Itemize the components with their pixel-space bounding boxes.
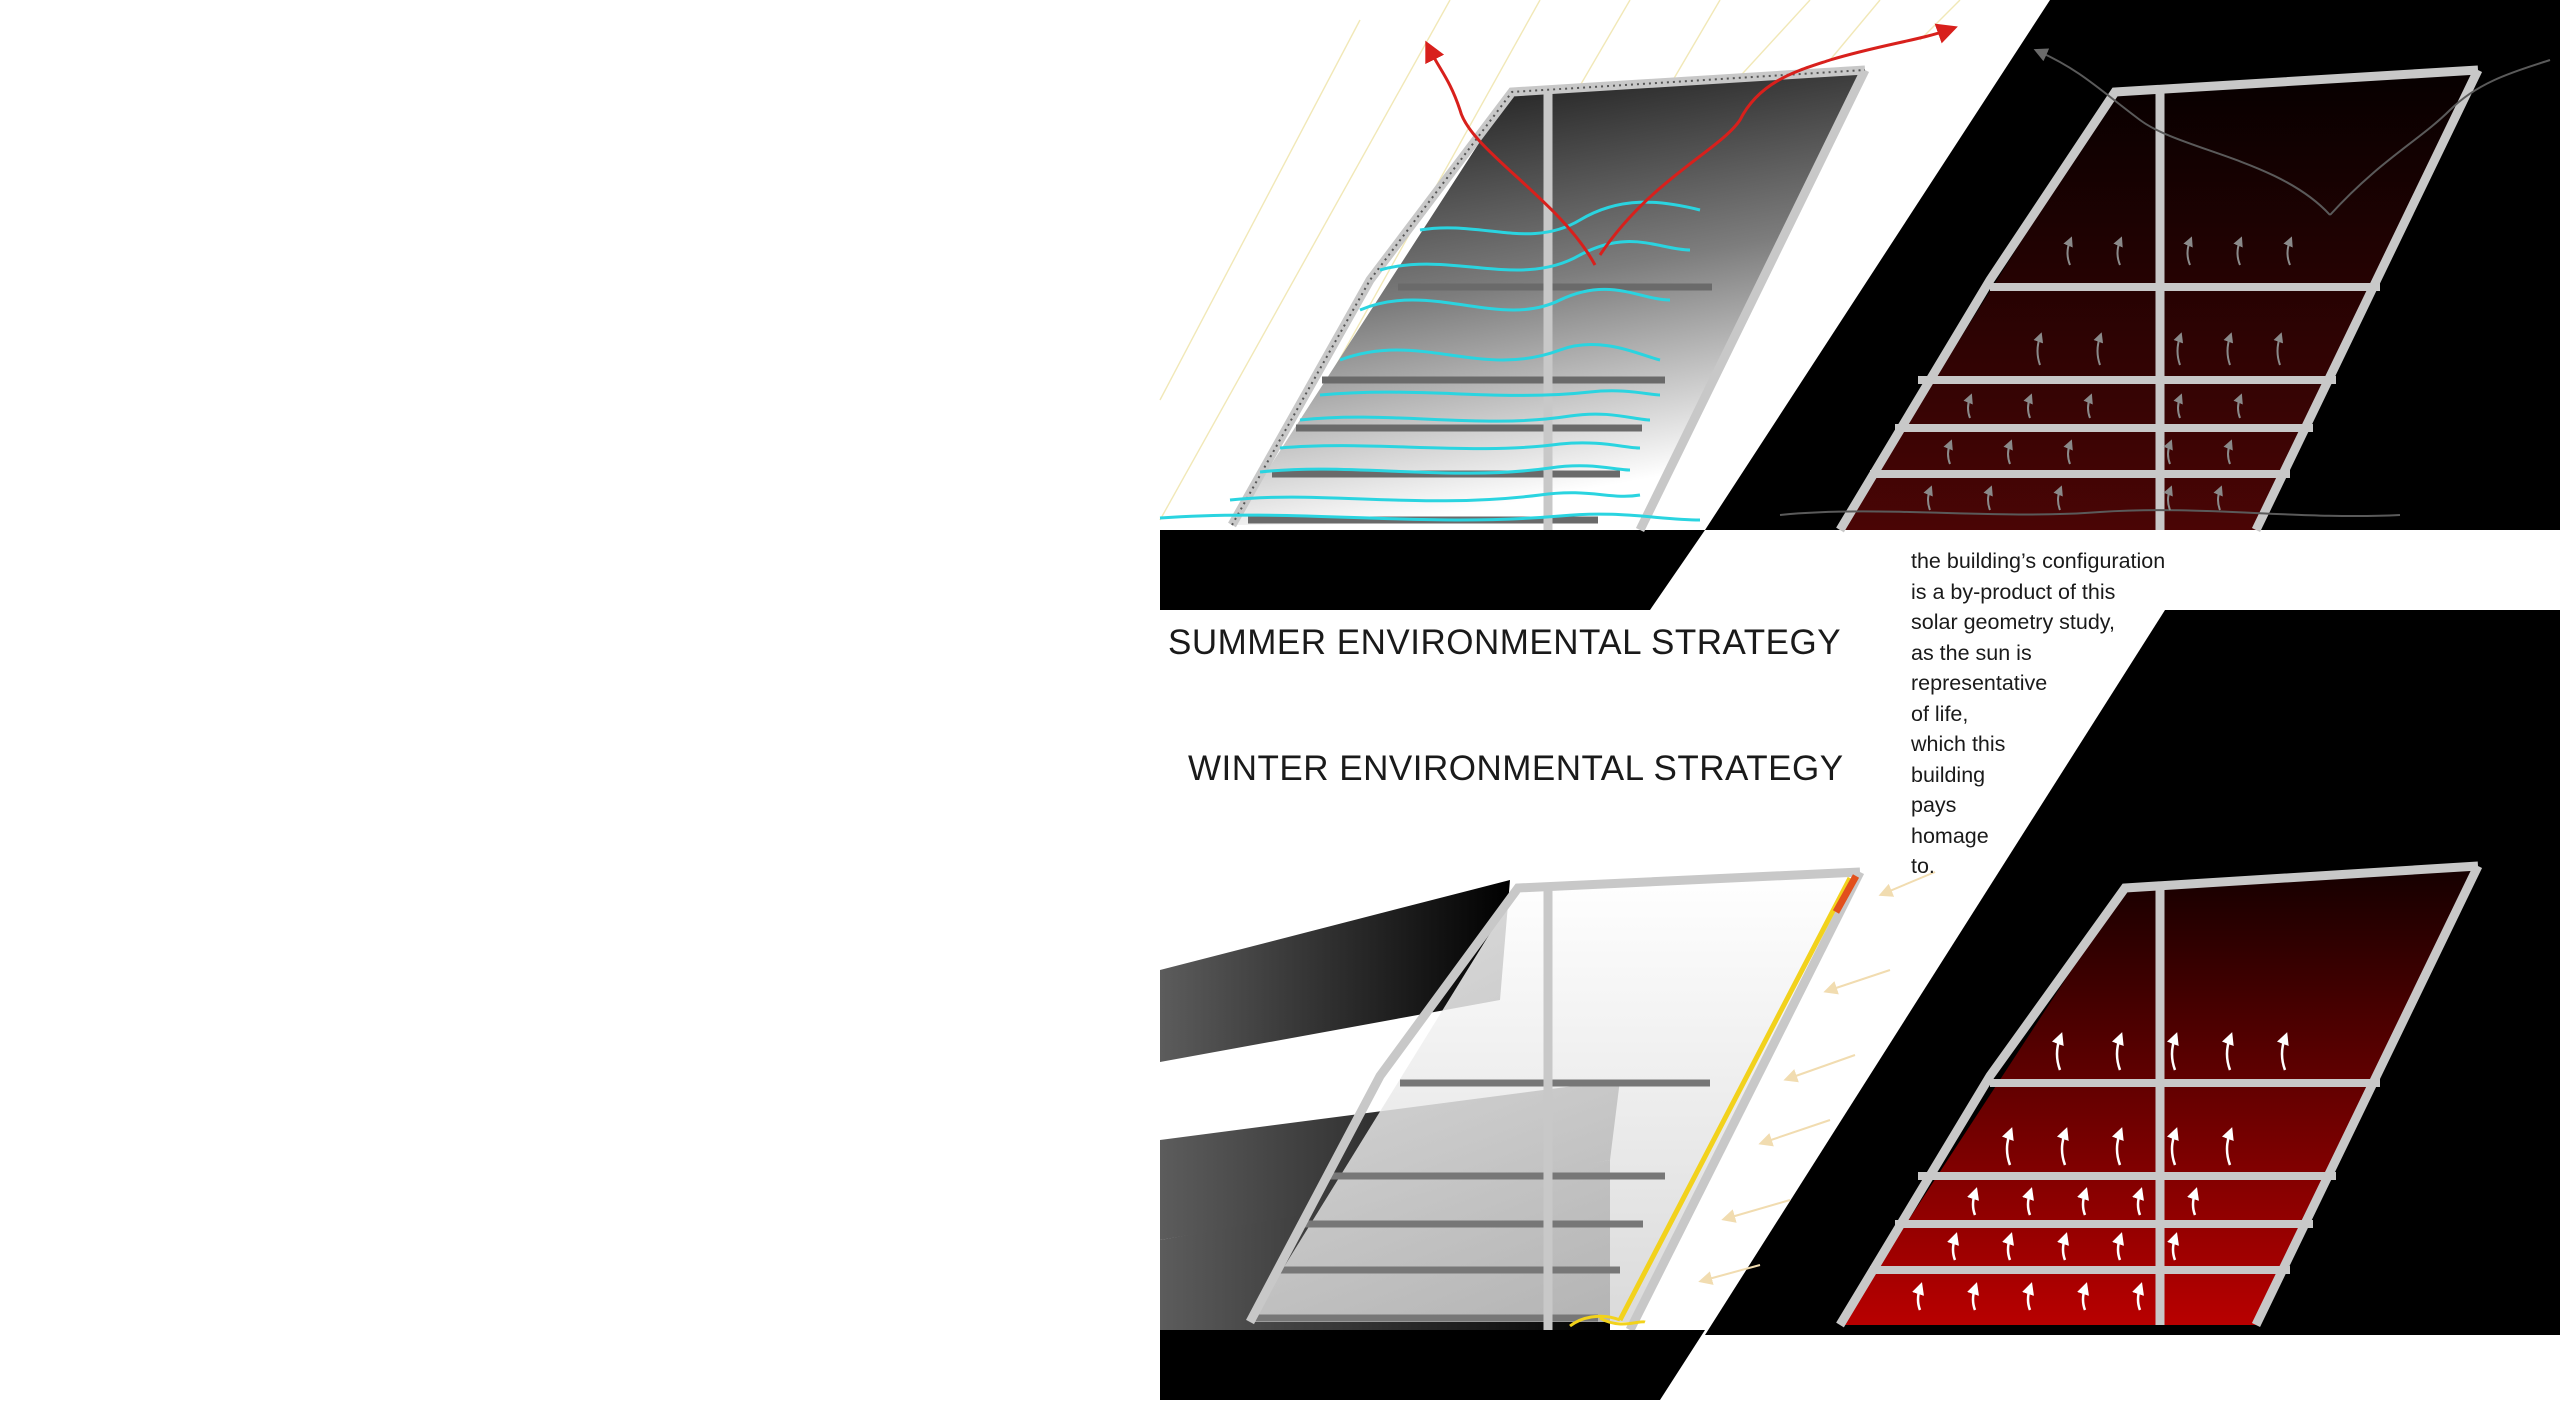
solar-heat-glazing [1617, 876, 1853, 1322]
summer-night-section [1779, 48, 2551, 533]
winter-interior [1250, 872, 1860, 1322]
shadow-band [1160, 880, 1510, 1062]
solar-heat-top [1832, 874, 1860, 914]
summer-ground [1160, 530, 1705, 610]
note-line: solar geometry study, [1911, 610, 2115, 634]
night-exhaust [1779, 48, 2551, 518]
winter-strategy-title: WINTER ENVIRONMENTAL STRATEGY [1188, 749, 1844, 788]
summer-frame [1228, 65, 1870, 532]
note-line: as the sun is [1911, 640, 2032, 665]
note-line: which this [1911, 732, 2006, 756]
note-line: building [1911, 762, 1986, 787]
winter-ground [1160, 1330, 1705, 1400]
summer-night-frame [1836, 65, 2483, 533]
cool-air-flow [1159, 200, 1701, 522]
heat-rise-arrows-winter [1912, 1032, 2289, 1311]
winter-night-frame [1836, 861, 2483, 1328]
winter-floors [1250, 1079, 1710, 1322]
winter-sun-arrows [1698, 871, 1936, 1285]
summer-strategy-title: SUMMER ENVIRONMENTAL STRATEGY [1168, 623, 1842, 662]
note-line: pays [1911, 793, 1957, 817]
hot-air-exhaust [1425, 23, 1958, 266]
summer-night-floors [1870, 283, 2380, 478]
note-line: homage [1911, 823, 1989, 848]
note-line: to. [1911, 854, 1935, 878]
winter-night-floors [1870, 1079, 2380, 1274]
solar-geometry-note: the building’s configuration is a by-pro… [1911, 546, 2165, 882]
note-line: of life, [1911, 701, 1969, 726]
winter-day-section [1160, 867, 1936, 1400]
winter-night-section [1705, 610, 2560, 1335]
note-line: representative [1911, 671, 2048, 695]
winter-frame [1246, 867, 1865, 1333]
note-line: the building’s configuration [1911, 549, 2166, 573]
note-line: is a by-product of this [1911, 579, 2116, 604]
heat-rise-arrows-night [1923, 236, 2293, 511]
